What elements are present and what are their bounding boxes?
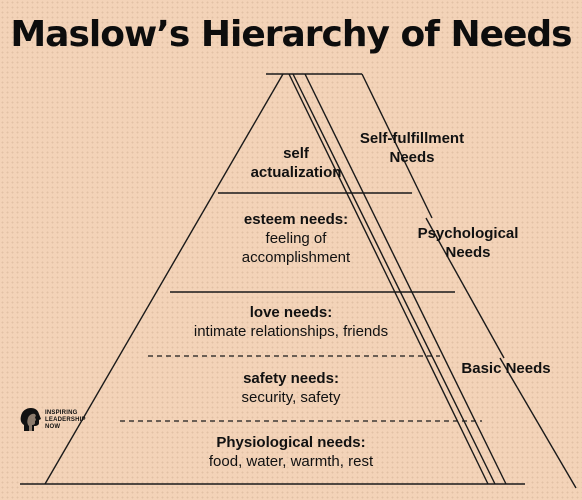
self-fulfillment-bracket xyxy=(361,73,433,219)
level-physiological: Physiological needs: food, water, warmth… xyxy=(176,434,406,472)
group-psychological-label: Psychological Needs xyxy=(406,225,530,263)
level-safety-heading: safety needs: xyxy=(243,370,339,387)
group-self-fulfillment-line1: Self-fulfillment xyxy=(359,130,465,147)
group-psychological-line2: Needs xyxy=(445,243,491,261)
level-esteem-detail-2: accomplishment xyxy=(241,248,351,266)
level-love-detail: intimate relationships, friends xyxy=(193,322,389,340)
group-self-fulfillment-label: Self-fulfillment Needs xyxy=(344,130,480,168)
group-psychological-line1: Psychological xyxy=(417,225,519,242)
group-basic-line1: Basic Needs xyxy=(461,360,551,377)
group-self-fulfillment-line2: Needs xyxy=(389,148,435,166)
pyramid-left-edge xyxy=(44,73,284,485)
level-physiological-detail: food, water, warmth, rest xyxy=(208,452,374,470)
psychological-bracket xyxy=(425,217,505,359)
level-physiological-heading: Physiological needs: xyxy=(216,434,366,451)
pyramid-shadow-edge-1 xyxy=(292,73,496,485)
level-love: love needs: intimate relationships, frie… xyxy=(166,304,416,342)
diagram-title: Maslow’s Hierarchy of Needs xyxy=(10,14,572,55)
level-safety-detail: security, safety xyxy=(241,388,341,406)
level-self-actualization-heading: self xyxy=(283,145,309,162)
group-basic-label: Basic Needs xyxy=(452,360,560,379)
brand-logo-line2: LEADERSHIP xyxy=(45,416,86,423)
level-esteem-heading: esteem needs: xyxy=(243,211,349,228)
level-self-actualization: self actualization xyxy=(226,145,366,183)
level-love-heading: love needs: xyxy=(249,304,333,321)
pyramid-shadow-edge-2 xyxy=(304,73,507,485)
brand-logo-line3: NOW xyxy=(45,423,61,430)
level-esteem: esteem needs: feeling of accomplishment xyxy=(206,211,386,267)
level-self-actualization-heading-2: actualization xyxy=(250,163,342,181)
pyramid-right-edge xyxy=(288,73,489,485)
level-esteem-detail: feeling of xyxy=(265,229,327,247)
brand-logo-line1: INSPIRING xyxy=(45,409,78,416)
brand-logo: INSPIRING LEADERSHIP NOW xyxy=(20,408,86,432)
level-safety: safety needs: security, safety xyxy=(196,370,386,408)
basic-needs-bracket xyxy=(499,357,577,489)
brand-logo-text: INSPIRING LEADERSHIP NOW xyxy=(45,410,86,431)
head-silhouette-icon xyxy=(20,408,41,431)
